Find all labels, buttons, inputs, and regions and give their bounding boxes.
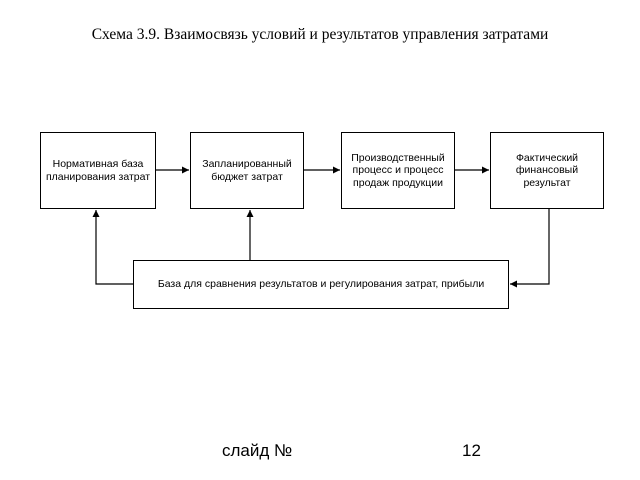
box-financial-result: Фактический финансовый результат — [490, 132, 604, 209]
box-normative-base: Нормативная база планирования затрат — [40, 132, 156, 209]
box-production-process: Производственный процесс и процесс прода… — [341, 132, 455, 209]
slide-number: 12 — [462, 441, 481, 460]
box-comparison-base: База для сравнения результатов и регулир… — [133, 260, 509, 309]
diagram-title: Схема 3.9. Взаимосвязь условий и результ… — [91, 26, 549, 43]
arrow-result-to-comparison — [510, 209, 550, 288]
box-planned-budget: Запланированный бюджет затрат — [190, 132, 304, 209]
arrow-comparison-to-normative — [92, 210, 133, 285]
slide-number-label: слайд № — [222, 441, 293, 460]
